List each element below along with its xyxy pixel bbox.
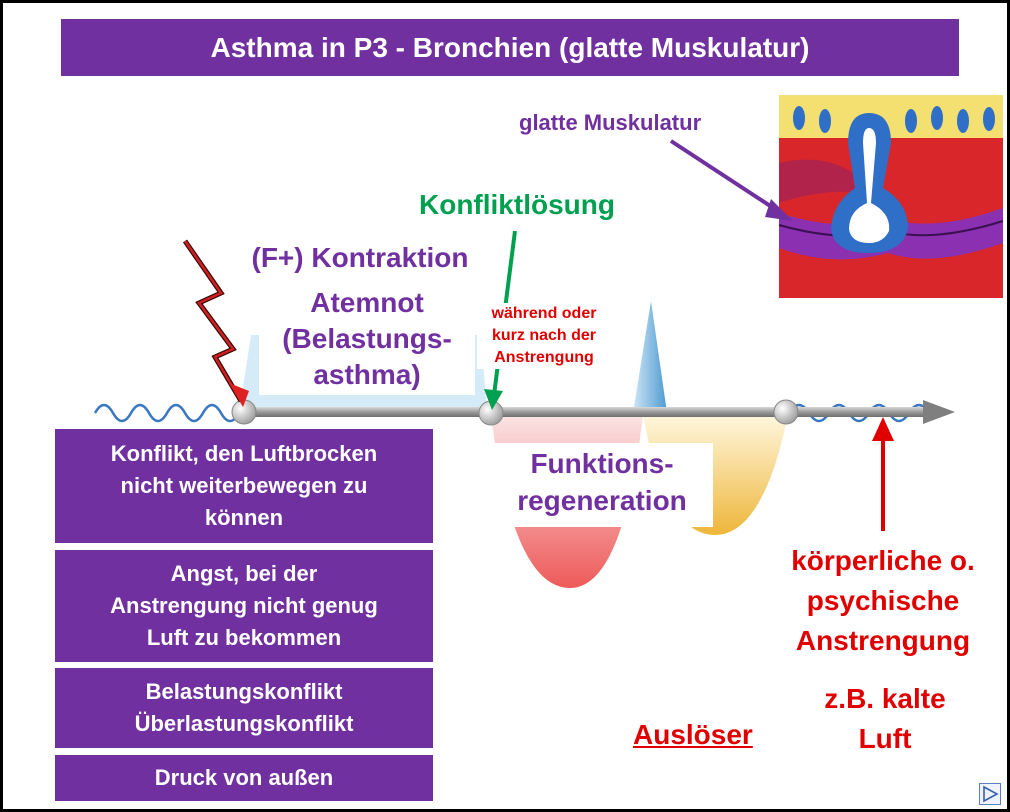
normalization-node [773,399,799,425]
conflict-box-4-line-1: Druck von außen [154,765,334,791]
muscle-pointer-arrow [669,139,783,215]
exertion-line-1: körperliche o. [791,545,975,576]
timeline-axis [238,407,928,417]
conflict-box-3-line-2: Überlastungskonflikt [134,711,354,736]
dyspnea-line-2: (Belastungs- [282,323,452,354]
during-after-line-3: Anstrengung [494,349,594,366]
conflict-box-3-line-1: Belastungskonflikt [145,679,343,705]
conflict-box-1-line-2: nicht weiterbewegen zu [120,473,368,499]
contraction-label: (F+) Kontraktion [229,241,491,275]
timeline-arrowhead [923,400,955,424]
conflict-box-1-line-3: können [204,504,284,530]
conflict-box-4: Druck von außen [55,755,433,801]
next-slide-icon [983,785,999,803]
regeneration-line-2: regeneration [517,485,687,516]
slide-title: Asthma in P3 - Bronchien (glatte Muskula… [61,19,959,76]
conflict-box-1-line-1: Konflikt, den Luftbrocken [110,441,378,467]
smooth-muscle-label: glatte Muskulatur [519,110,702,135]
diagram-graphic [93,95,1004,588]
function-regeneration-label: Funktions- regeneration [491,443,713,527]
during-after-line-1: während oder [491,305,597,322]
conflict-box-3: Belastungskonflikt Überlastungskonflikt [55,668,433,748]
example-line-2: Luft [858,723,912,754]
lightning-bolt-icon [182,239,249,407]
example-line-1: z.B. kalte [824,683,946,714]
dyspnea-line-1: Atemnot [310,287,424,318]
exertion-label: körperliche o. psychische Anstrengung [765,541,1001,661]
conflict-box-2-line-2: Anstrengung nicht genug [110,593,378,619]
regeneration-line-1: Funktions- [530,448,674,479]
during-after-exertion-label: während oder kurz nach der Anstrengung [477,303,611,369]
conflict-box-1: Konflikt, den Luftbrocken nicht weiterbe… [55,429,433,543]
during-after-line-2: kurz nach der [491,327,597,344]
next-slide-button[interactable] [979,783,1001,805]
conflict-box-2-line-3: Luft zu bekommen [146,624,342,650]
cold-air-example-label: z.B. kalte Luft [785,679,985,759]
conflict-box-2: Angst, bei der Anstrengung nicht genug L… [55,550,433,662]
dyspnea-label: Atemnot (Belastungs- asthma) [259,283,475,395]
exertion-line-2: psychische [806,585,960,616]
trigger-label: Auslöser [633,719,753,750]
exertion-line-3: Anstrengung [795,625,971,656]
conflict-resolution-label: Konfliktlösung [419,189,615,220]
left-wave [93,403,241,423]
conflict-box-2-line-1: Angst, bei der [170,561,318,587]
crisis-spike [633,301,667,413]
bronchial-tissue-illustration [778,95,1004,298]
dyspnea-line-3: asthma) [313,359,421,390]
